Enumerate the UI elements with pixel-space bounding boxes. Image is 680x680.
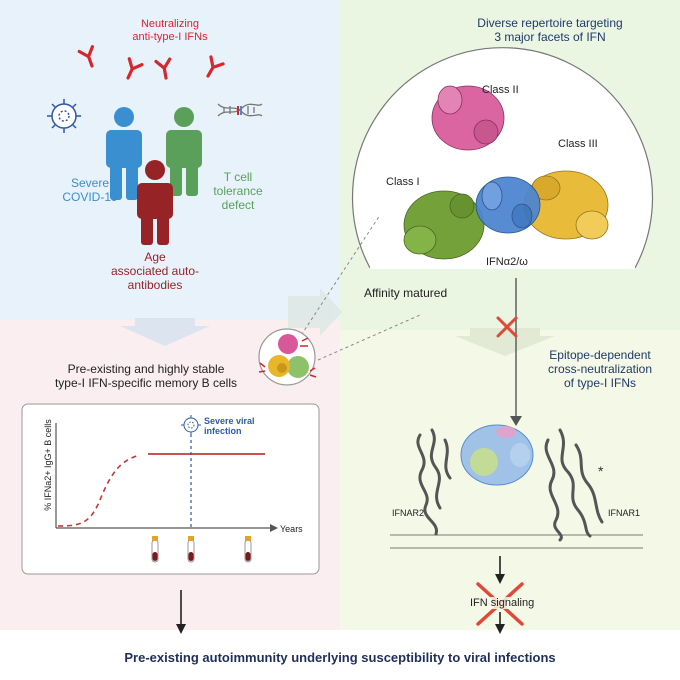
virus-icon-small <box>181 415 201 435</box>
neutralizing-title: Neutralizing anti-type-I IFNs <box>132 18 208 43</box>
flow-arrow-right-top <box>288 288 342 336</box>
ifnar1-label: IFNAR1 <box>608 508 641 518</box>
tcell-tolerance-label: T cell tolerance defect <box>213 170 263 212</box>
class-iii-label: Class III <box>558 138 598 150</box>
ifn-structure <box>475 176 541 234</box>
ifnar2-structure <box>416 428 452 536</box>
bottom-left-title: Pre-existing and highly stable type-I IF… <box>54 362 238 390</box>
ifnar1-structure <box>544 428 604 542</box>
graph-y-axis-label: % IFNa2+ IgG+ B cells <box>43 419 53 511</box>
person-green-icon <box>166 107 202 196</box>
age-autoantibodies-label: Age associated auto- antibodies <box>110 250 200 292</box>
dna-icon <box>217 103 263 117</box>
cross-icon-top <box>496 316 518 338</box>
class-iii-structure <box>523 170 609 240</box>
affinity-matured-label: Affinity matured <box>364 286 448 300</box>
svg-text:*: * <box>598 463 604 479</box>
flow-arrow-down-left <box>120 318 210 346</box>
class-i-structure <box>403 190 485 260</box>
dotted-connector-2 <box>317 314 421 361</box>
ifn-label: IFNα2/ω <box>486 256 528 268</box>
flow-arrow-down-right <box>455 328 555 356</box>
dotted-connector-1 <box>297 214 381 341</box>
footer-title: Pre-existing autoimmunity underlying sus… <box>124 650 556 665</box>
severe-covid-label: Severe COVID-19 <box>62 176 118 204</box>
blood-tubes-icon <box>151 536 252 563</box>
structure-magnifier <box>351 47 654 269</box>
antibody-ifn-complex <box>460 424 534 486</box>
graph-x-axis-label: Years <box>280 524 303 534</box>
ifn-signaling-label: IFN signaling <box>468 597 537 609</box>
person-blue-icon <box>106 107 142 200</box>
class-ii-structure <box>431 85 505 151</box>
class-ii-label: Class II <box>482 84 519 96</box>
virus-infection-label: Severe viral infection <box>204 416 255 436</box>
ifnar2-label: IFNAR2 <box>392 508 425 518</box>
graph-box <box>21 403 320 575</box>
virus-icon <box>47 99 81 133</box>
curve-dashed-rise <box>57 454 141 527</box>
class-i-label: Class I <box>386 176 420 188</box>
antibody-icons <box>77 45 225 80</box>
top-right-title: Diverse repertoire targeting 3 major fac… <box>477 16 623 44</box>
memory-b-cells-icon <box>258 328 317 386</box>
person-red-icon <box>137 160 173 245</box>
bottom-right-title: Epitope-dependent cross-neutralization o… <box>547 348 653 390</box>
